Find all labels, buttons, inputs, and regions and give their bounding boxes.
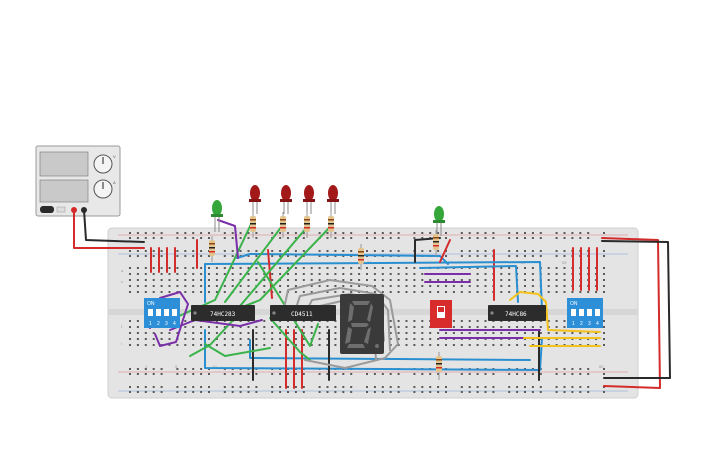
- dip-left-num-4: 4: [173, 321, 176, 327]
- row-label-a: a: [121, 268, 124, 273]
- seven-segment-display-icon[interactable]: [340, 294, 384, 354]
- dip-left-num-1: 1: [149, 321, 152, 327]
- column-number-60: 60: [599, 364, 604, 369]
- resistor-3[interactable]: [280, 212, 286, 238]
- dip-right-toggle-4[interactable]: [595, 309, 600, 316]
- chip-74hc283[interactable]: 74HC283: [191, 305, 255, 321]
- resistor-6[interactable]: [358, 244, 364, 270]
- chip-74hc86[interactable]: 74HC86: [488, 305, 546, 321]
- chip-cd4511[interactable]: CD4511: [270, 305, 336, 321]
- dip-left-toggle-2[interactable]: [156, 309, 161, 316]
- dip-right-toggle-2[interactable]: [579, 309, 584, 316]
- current-display: [39, 179, 89, 203]
- resistor-4[interactable]: [304, 212, 310, 238]
- chip-cd4511-label: CD4511: [291, 311, 313, 318]
- led-red-2[interactable]: [280, 185, 292, 214]
- dip-left-on-label: ON: [147, 301, 155, 307]
- dip-left-num-2: 2: [157, 321, 160, 327]
- dip-left-num-3: 3: [165, 321, 168, 327]
- dip-right-num-2: 2: [580, 321, 583, 327]
- dip-left-toggle-3[interactable]: [164, 309, 169, 316]
- power-switch[interactable]: [40, 206, 54, 213]
- dip-right-on-label: ON: [570, 301, 578, 307]
- chip-74hc86-label: 74HC86: [505, 311, 527, 318]
- led-green-left[interactable]: [211, 200, 223, 232]
- column-number-55: 55: [562, 260, 567, 265]
- led-red-4[interactable]: [327, 185, 339, 214]
- wires[interactable]: [73, 209, 671, 389]
- column-number-10: 10: [212, 364, 217, 369]
- resistor-2[interactable]: [250, 212, 256, 238]
- dip-left-toggle-4[interactable]: [172, 309, 177, 316]
- dip-switch-left[interactable]: ON 1 2 3 4: [144, 298, 180, 328]
- resistor-7[interactable]: [433, 230, 439, 256]
- resistor-1[interactable]: [209, 236, 215, 262]
- led-red-1[interactable]: [249, 185, 261, 214]
- dip-right-num-3: 3: [588, 321, 591, 327]
- resistor-5[interactable]: [328, 212, 334, 238]
- row-label-i: i: [121, 341, 122, 346]
- column-number-1: 1: [145, 364, 148, 369]
- voltage-display: [39, 151, 89, 177]
- dip-switch-right[interactable]: ON 1 2 3 4: [567, 298, 603, 328]
- led-red-3[interactable]: [303, 185, 315, 214]
- dip-right-num-4: 4: [596, 321, 599, 327]
- dip-right-toggle-3[interactable]: [587, 309, 592, 316]
- dip-right-toggle-1[interactable]: [571, 309, 576, 316]
- dip-left-toggle-1[interactable]: [148, 309, 153, 316]
- current-unit-label: A: [113, 180, 116, 185]
- row-label-c: c: [121, 279, 123, 284]
- voltage-unit-label: V: [113, 154, 116, 159]
- led-green-right[interactable]: [433, 206, 445, 236]
- slide-switch[interactable]: [430, 300, 452, 328]
- row-label-f: f: [121, 324, 123, 329]
- dip-right-num-1: 1: [572, 321, 575, 327]
- resistor-8[interactable]: [436, 352, 442, 380]
- chip-74hc283-label: 74HC283: [210, 311, 236, 318]
- power-supply[interactable]: V A: [35, 145, 121, 217]
- column-number-5: 5: [175, 364, 178, 369]
